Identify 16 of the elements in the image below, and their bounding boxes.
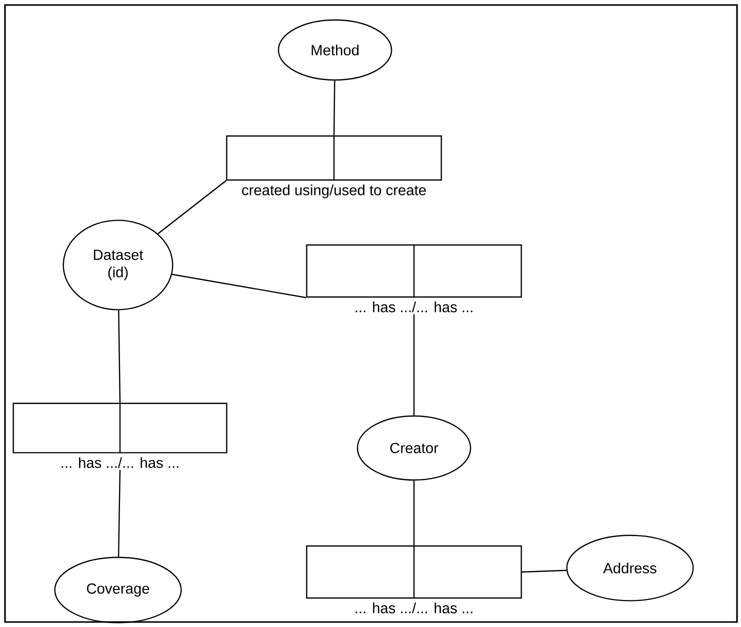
- role-label: ... has .../... has ...: [59, 456, 181, 470]
- connector-line: [158, 180, 226, 234]
- connector-line: [118, 470, 121, 557]
- fact-box: [306, 244, 522, 298]
- connector-line: [413, 480, 415, 546]
- fact-box: [306, 545, 522, 599]
- fact-box: [12, 402, 228, 454]
- connector-line: [172, 274, 306, 298]
- connector-line: [413, 314, 415, 416]
- connector-line: [118, 310, 121, 403]
- fact-box: [226, 135, 442, 181]
- connector-line: [522, 570, 566, 573]
- role-label: created using/used to create: [240, 183, 428, 200]
- role-label: ... has .../... has ...: [353, 300, 475, 314]
- role-label: ... has .../... has ...: [353, 601, 475, 615]
- connector-line: [333, 80, 336, 136]
